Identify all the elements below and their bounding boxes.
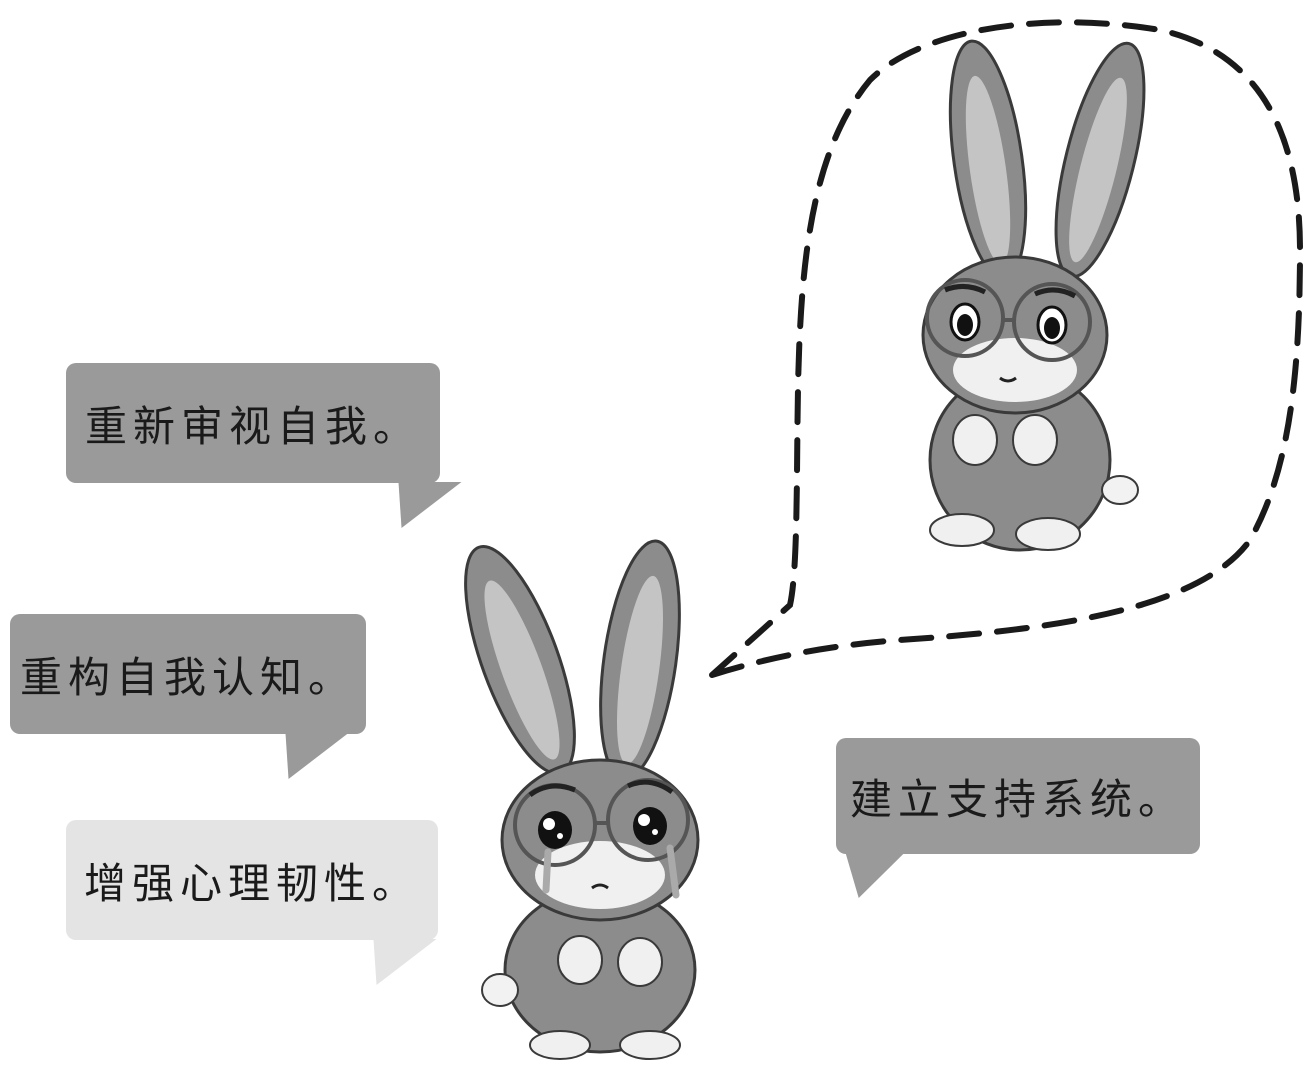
bubble-text: 重新审视自我。 xyxy=(84,401,421,451)
speech-bubble-restructure-cognition: 重构自我认知。 xyxy=(10,614,366,779)
bubble-text: 增强心理韧性。 xyxy=(83,858,420,908)
thought-bubble-outline xyxy=(709,19,1304,678)
speech-bubble-reexamine-self: 重新审视自我。 xyxy=(66,363,462,528)
bubble-text: 建立支持系统。 xyxy=(849,774,1186,824)
speech-bubble-build-support-system: 建立支持系统。 xyxy=(818,738,1200,898)
bubble-text: 重构自我认知。 xyxy=(19,652,356,702)
speech-bubble-enhance-resilience: 增强心理韧性。 xyxy=(66,820,438,985)
sad-rabbit xyxy=(464,539,700,1060)
calm-rabbit xyxy=(921,39,1146,552)
